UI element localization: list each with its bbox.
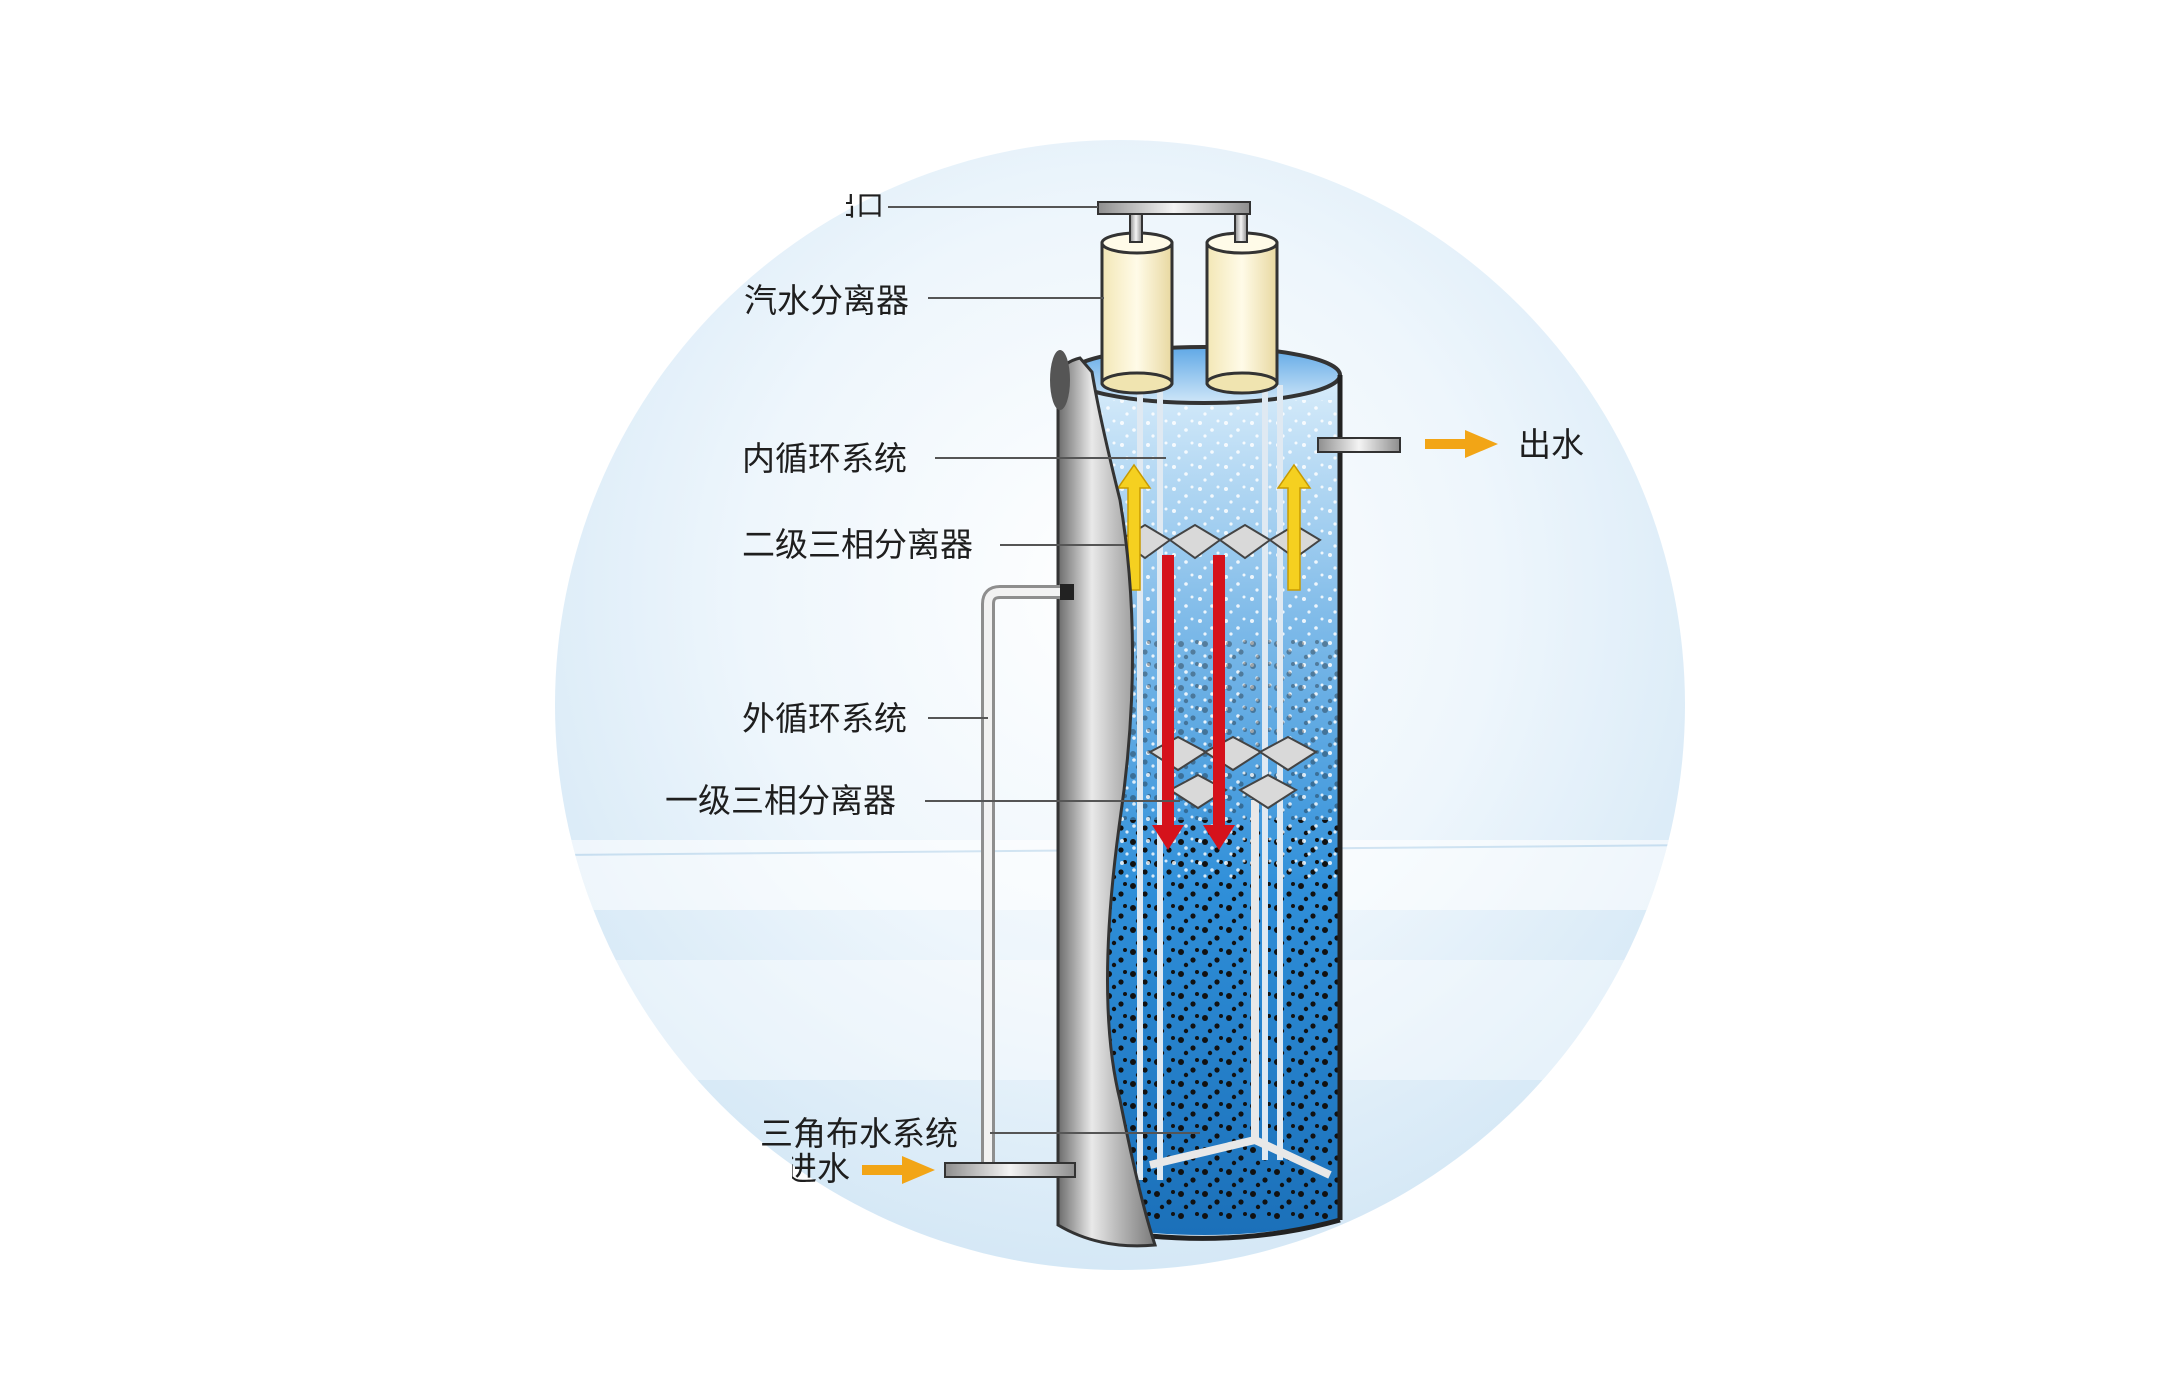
label-distribution-system: 三角布水系统 [760,1117,958,1150]
label-biogas-outlet: 沼气出口 [846,192,884,220]
outlet-pipe [1317,437,1401,453]
inlet-pipe [944,1162,1076,1178]
label-primary-separator: 一级三相分离器 [665,781,896,820]
distribution-pipes [1149,800,1332,1179]
label-gas-water-separator: 汽水分离器 [744,281,909,320]
label-outlet-water: 出水 [1518,425,1584,464]
leader-lines [888,206,1200,1134]
biogas-manifold [1097,201,1251,243]
inlet-arrow [862,1156,935,1184]
label-inlet-water: 进水 [792,1152,850,1185]
gas-water-separator-cylinders [1100,231,1279,395]
label-internal-circulation: 内循环系统 [742,439,907,478]
down-flow-arrows [1152,555,1235,850]
outlet-arrow [1425,430,1498,458]
label-secondary-separator: 二级三相分离器 [742,525,973,564]
up-flow-arrows [1116,463,1312,591]
label-external-circulation: 外循环系统 [742,699,907,738]
